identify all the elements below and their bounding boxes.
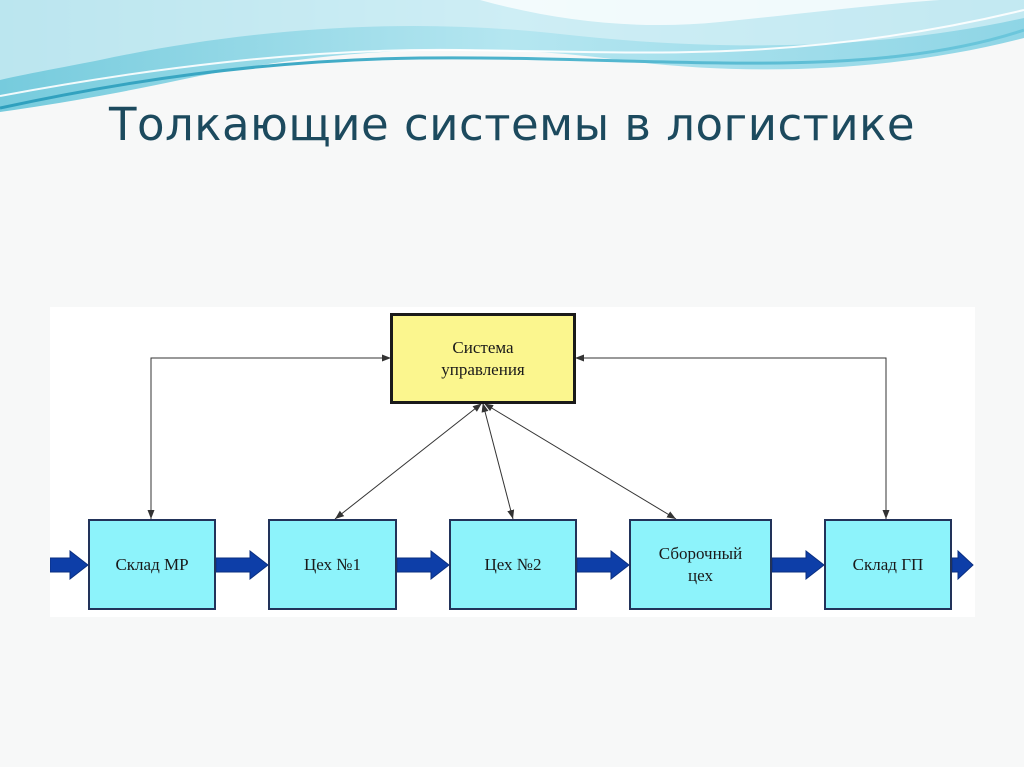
control-system-label: Система управления bbox=[441, 338, 525, 379]
node-label: Цех №2 bbox=[484, 554, 542, 574]
feedback-link-left bbox=[147, 354, 391, 519]
node-tseh-2: Цех №2 bbox=[449, 519, 577, 610]
slide-title: Толкающие системы в логистике bbox=[108, 98, 916, 151]
control-link-sborochny bbox=[484, 403, 677, 520]
node-tseh-1: Цех №1 bbox=[268, 519, 397, 610]
flow-arrow-3 bbox=[576, 549, 630, 581]
flow-arrow-2 bbox=[396, 549, 450, 581]
control-link-tseh-2 bbox=[481, 403, 515, 520]
node-sborochny: Сборочный цех bbox=[629, 519, 772, 610]
node-sklad-mr: Склад МР bbox=[88, 519, 216, 610]
control-link-tseh-1 bbox=[334, 403, 482, 520]
node-label: Сборочный цех bbox=[658, 544, 743, 585]
flow-arrow-1 bbox=[215, 549, 269, 581]
node-label: Склад МР bbox=[115, 554, 189, 574]
feedback-link-right bbox=[575, 354, 890, 519]
diagram-panel: Система управления Склад МР Цех №1 Цех №… bbox=[50, 307, 975, 617]
flow-arrow-output bbox=[951, 549, 974, 581]
diagram-connectors bbox=[50, 354, 974, 581]
node-label: Цех №1 bbox=[303, 554, 362, 574]
flow-arrow-input bbox=[50, 549, 89, 581]
node-sklad-gp: Склад ГП bbox=[824, 519, 952, 610]
flow-arrow-4 bbox=[771, 549, 825, 581]
node-label: Склад ГП bbox=[852, 554, 924, 574]
control-system-box: Система управления bbox=[390, 313, 576, 404]
